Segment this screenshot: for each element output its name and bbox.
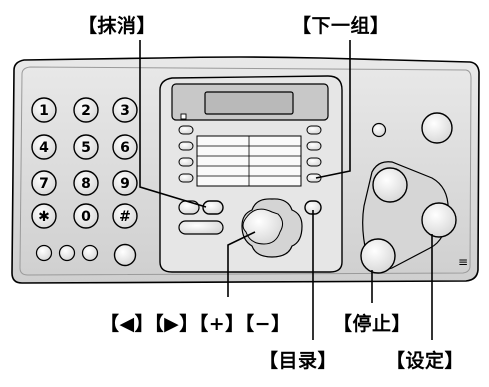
one-touch-buttons-left[interactable] [178,125,194,183]
display-screen [204,91,294,115]
callout-lines [139,40,433,340]
keypad-key-label: # [119,209,131,225]
large-round-button[interactable] [421,112,453,144]
upper-right-button[interactable] [372,167,408,203]
stop-button[interactable] [360,238,396,274]
keypad-key-label: 3 [120,103,130,119]
clear-label: 【抹消】 [78,15,157,37]
directory-card-lines [197,136,301,186]
set-button[interactable] [421,202,457,238]
set-label: 【设定】 [386,350,465,372]
keypad-key[interactable] [112,134,138,160]
keypad-key-label: 1 [39,103,49,119]
navigator-keys-label: 【◀】【▶】【+】【−】 [100,313,291,335]
clear-callout [139,40,207,208]
keypad-key[interactable] [31,97,57,123]
keypad-key[interactable] [31,134,57,160]
keypad-key[interactable] [73,203,99,229]
keypad-key-label: 5 [81,140,91,156]
keypad-key[interactable] [31,170,57,196]
next-group-label: 【下一组】 [292,15,390,37]
directory-label: 【目录】 [259,350,338,372]
indicator-led [180,113,187,120]
keypad-key-label: 8 [81,176,91,192]
keypad-key[interactable] [112,97,138,123]
panel-bevel [19,66,472,276]
keypad-key-label: 2 [81,103,91,119]
keypad: 1 2 3 4 5 6 7 8 9 ✱ 0 # [31,97,138,229]
keypad-key-label: 0 [81,209,91,225]
keypad-key-label: 6 [120,140,130,156]
stop-label: 【停止】 [333,313,412,335]
next-group-callout [315,40,351,179]
clear-button[interactable] [202,200,224,215]
keypad-key[interactable] [112,203,138,229]
nav-callout [227,231,256,297]
round-function-button[interactable] [113,243,137,267]
keypad-key-label: 4 [39,140,49,156]
keypad-key[interactable] [31,203,57,229]
small-round-button[interactable] [371,122,387,138]
navigator-key[interactable] [242,208,284,245]
keypad-key[interactable] [73,134,99,160]
keypad-key[interactable] [73,170,99,196]
keypad-key-label: 7 [39,176,49,192]
model-mark: ≡ [458,255,468,269]
keypad-key-label: 9 [120,176,130,192]
keypad-key-label: ✱ [38,209,50,225]
keypad-key[interactable] [73,97,99,123]
one-touch-buttons-right[interactable] [306,125,322,183]
function-button-left[interactable] [178,200,200,215]
keypad-key[interactable] [112,170,138,196]
wide-function-button[interactable] [178,220,224,235]
bottom-small-buttons[interactable] [35,244,99,262]
